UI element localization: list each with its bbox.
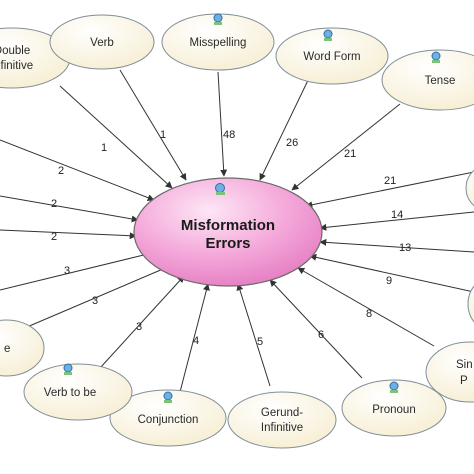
edge-label-left-bottom: 3 bbox=[92, 295, 98, 307]
edge-label-right-3: 13 bbox=[399, 242, 411, 254]
node-verb-label: Verb bbox=[90, 37, 114, 49]
edge-label-left-4: 2 bbox=[58, 165, 64, 177]
edge-label-left-3: 2 bbox=[51, 198, 57, 210]
edge-right-4 bbox=[309, 253, 474, 293]
node-pronoun[interactable]: Pronoun bbox=[341, 379, 447, 437]
edge-label-right-bottom: 8 bbox=[366, 308, 372, 320]
node-verb[interactable]: Verb bbox=[49, 14, 155, 70]
node-left-bottom-label: e bbox=[4, 343, 10, 355]
node-left-bottom[interactable]: e bbox=[0, 319, 45, 377]
node-right-bottom-label-1: Sin bbox=[456, 359, 473, 371]
node-word-form-label: Word Form bbox=[303, 51, 360, 63]
search-icon bbox=[215, 183, 225, 195]
node-right-bottom-label-2: P bbox=[460, 375, 468, 387]
search-icon bbox=[163, 391, 173, 403]
search-icon bbox=[213, 13, 223, 25]
node-word-form[interactable]: Word Form bbox=[275, 27, 389, 85]
edges bbox=[0, 69, 474, 393]
edge-label-right-1: 21 bbox=[384, 175, 396, 187]
edge-word-form bbox=[259, 71, 313, 181]
center-title-line-1: Misformation bbox=[181, 217, 275, 234]
edge-right-bottom bbox=[297, 267, 435, 347]
node-conjunction-label: Conjunction bbox=[138, 414, 199, 426]
node-misspelling-label: Misspelling bbox=[190, 37, 247, 49]
search-icon bbox=[389, 381, 399, 393]
search-icon bbox=[63, 363, 73, 375]
edge-verb bbox=[119, 69, 187, 181]
edge-label-verb-to-be: 3 bbox=[136, 321, 142, 333]
edge-gerund bbox=[236, 283, 271, 387]
edge-misspelling bbox=[217, 71, 228, 177]
edge-left-4 bbox=[0, 139, 155, 201]
node-infinitive-label-2: Infinitive bbox=[0, 60, 33, 72]
node-gerund-label-1: Gerund- bbox=[261, 407, 303, 419]
edge-tense bbox=[291, 103, 401, 191]
edge-label-gerund: 5 bbox=[257, 336, 263, 348]
edge-right-1 bbox=[305, 171, 474, 209]
edge-verb-to-be bbox=[99, 275, 185, 369]
edge-left-bottom bbox=[19, 265, 171, 331]
edge-pronoun bbox=[269, 279, 363, 379]
node-pronoun-label: Pronoun bbox=[372, 404, 415, 416]
edge-labels: 1 1 48 26 21 21 14 13 9 8 6 5 4 3 3 3 2 … bbox=[51, 129, 411, 348]
edge-right-3 bbox=[319, 238, 474, 253]
node-gerund-label-2: Infinitive bbox=[261, 422, 303, 434]
edge-label-left-1: 3 bbox=[64, 265, 70, 277]
node-tense-label: Tense bbox=[425, 75, 456, 87]
center-node[interactable]: Misformation Errors bbox=[133, 177, 323, 287]
edge-label-right-4: 9 bbox=[386, 275, 392, 287]
search-icon bbox=[431, 51, 441, 63]
edge-right-2 bbox=[319, 211, 474, 231]
edge-infinitive bbox=[59, 85, 173, 189]
node-right-bottom[interactable]: Sin P bbox=[425, 341, 474, 403]
edge-conjunction bbox=[179, 283, 210, 393]
edge-label-verb: 1 bbox=[101, 142, 107, 154]
node-right-1[interactable] bbox=[465, 166, 474, 210]
edge-label-left-2: 2 bbox=[51, 231, 57, 243]
edge-label-right-2: 14 bbox=[391, 209, 403, 221]
nodes: Double Infinitive Verb Misspelling Word … bbox=[0, 13, 474, 449]
edge-label-infinitive: 1 bbox=[160, 129, 166, 141]
edge-label-word-form: 26 bbox=[286, 137, 298, 149]
node-verb-to-be[interactable]: Verb to be bbox=[23, 363, 133, 421]
node-misspelling[interactable]: Misspelling bbox=[161, 13, 275, 71]
edge-label-tense: 21 bbox=[344, 148, 356, 160]
node-infinitive[interactable]: Double Infinitive bbox=[0, 27, 71, 89]
node-tense[interactable]: Tense bbox=[381, 49, 474, 111]
edge-label-pronoun: 6 bbox=[318, 329, 324, 341]
edge-left-1 bbox=[0, 250, 157, 291]
search-icon bbox=[323, 29, 333, 41]
node-verb-to-be-label: Verb to be bbox=[44, 387, 96, 399]
edge-label-conjunction: 4 bbox=[193, 335, 199, 347]
edge-left-3 bbox=[0, 195, 139, 223]
node-conjunction[interactable]: Conjunction bbox=[109, 389, 227, 447]
node-infinitive-label-1: Double bbox=[0, 45, 30, 57]
edge-left-2 bbox=[0, 229, 137, 240]
edge-label-misspelling: 48 bbox=[223, 129, 235, 141]
node-gerund[interactable]: Gerund- Infinitive bbox=[227, 391, 337, 449]
center-title-line-2: Errors bbox=[205, 235, 250, 252]
node-right-2[interactable] bbox=[467, 278, 474, 330]
